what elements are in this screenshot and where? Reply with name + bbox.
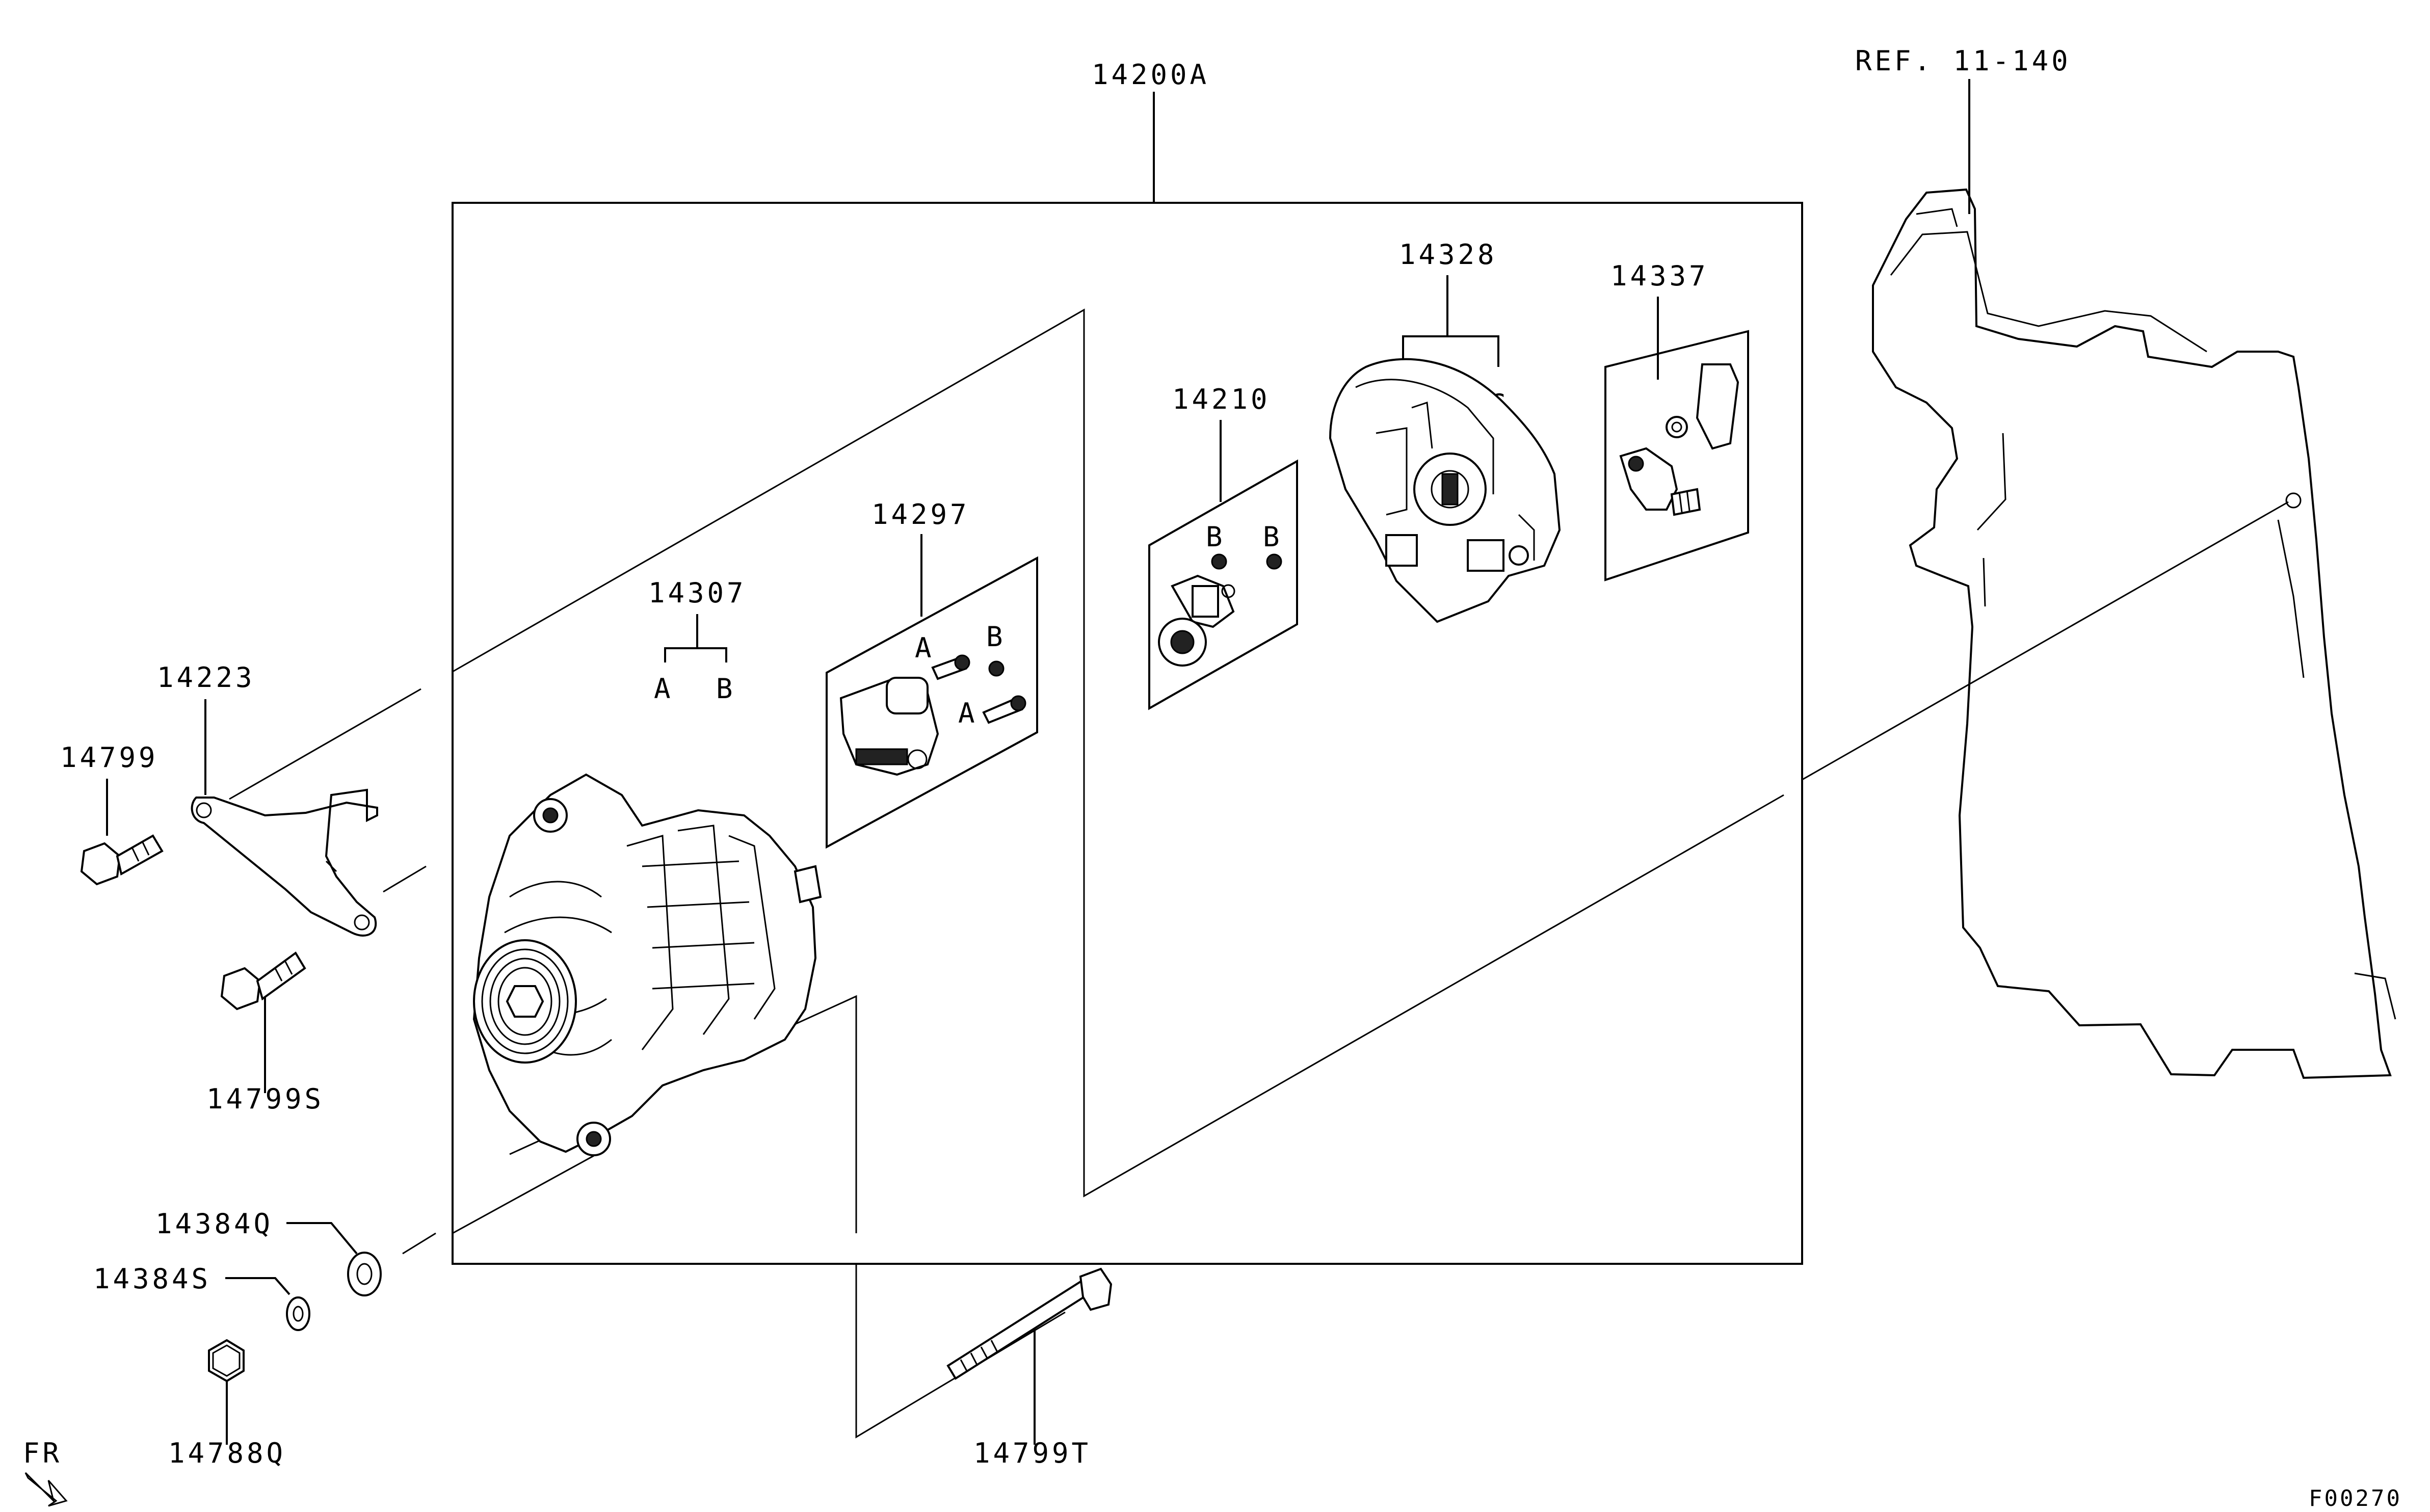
engine-block-outline xyxy=(1872,188,2396,1079)
rear-cover-part xyxy=(1329,358,1561,623)
spring-washer-part xyxy=(286,1296,310,1331)
terminal-part xyxy=(1619,363,1739,516)
label-14799[interactable]: 14799 xyxy=(60,741,159,774)
label-14328[interactable]: 14328 xyxy=(1399,238,1497,271)
label-14297[interactable]: 14297 xyxy=(871,498,970,530)
long-bolt-part xyxy=(946,1267,1113,1380)
label-14384Q[interactable]: 14384Q xyxy=(155,1208,273,1240)
front-direction-arrow-icon xyxy=(24,1472,68,1507)
label-14384S[interactable]: 14384S xyxy=(93,1263,211,1295)
brush-holder-part xyxy=(1158,553,1282,667)
label-14297-sub-a1[interactable]: A xyxy=(915,632,935,664)
figure-code: F00270 xyxy=(2309,1486,2402,1511)
label-14200A[interactable]: 14200A xyxy=(1092,59,1209,91)
label-14223[interactable]: 14223 xyxy=(157,661,255,694)
regulator-part xyxy=(839,654,1026,776)
bracket-part xyxy=(191,788,378,937)
label-14297-sub-b[interactable]: B xyxy=(986,621,1006,653)
bolt-upper-part xyxy=(80,834,164,886)
alternator-assembly xyxy=(472,773,822,1156)
label-14210[interactable]: 14210 xyxy=(1172,383,1271,415)
brush-kit-frame xyxy=(1148,459,1298,710)
bolt-lower-part xyxy=(220,951,306,1011)
assembly-frame xyxy=(452,202,1803,1265)
terminal-kit-frame xyxy=(1604,330,1749,581)
label-14337[interactable]: 14337 xyxy=(1610,260,1709,292)
label-ref-11-140[interactable]: REF. 11-140 xyxy=(1855,45,2071,77)
label-14307[interactable]: 14307 xyxy=(648,577,747,609)
label-fr[interactable]: FR xyxy=(23,1437,62,1469)
label-14297-sub-a2[interactable]: A xyxy=(958,697,978,729)
regulator-kit-frame xyxy=(826,556,1038,849)
label-14799S[interactable]: 14799S xyxy=(206,1083,324,1115)
label-14210-sub-b2[interactable]: B xyxy=(1263,521,1283,553)
label-14788Q[interactable]: 14788Q xyxy=(168,1437,286,1469)
label-14307-a[interactable]: A xyxy=(654,673,674,705)
exploded-view-plane xyxy=(452,308,1784,1198)
nut-part xyxy=(208,1339,245,1383)
flat-washer-part xyxy=(347,1252,382,1296)
label-14307-b[interactable]: B xyxy=(716,673,736,705)
label-14799T[interactable]: 14799T xyxy=(973,1437,1091,1469)
label-14210-sub-b1[interactable]: B xyxy=(1206,521,1226,553)
